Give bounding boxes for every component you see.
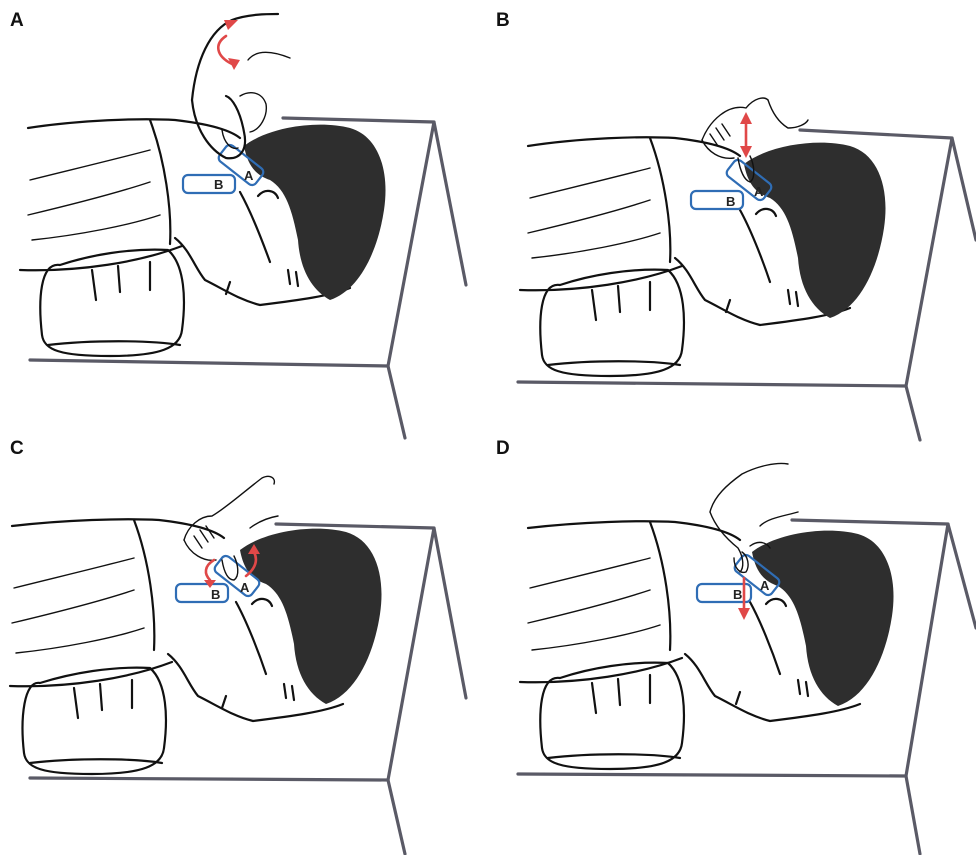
zone-b-label: B <box>733 587 742 602</box>
table-edge <box>800 130 952 138</box>
hair <box>240 529 382 704</box>
ear <box>756 209 776 216</box>
zone-a-label: A <box>240 580 250 595</box>
sleeve-fold <box>532 625 660 650</box>
sleeve-fold <box>12 590 134 623</box>
zone-b-label: B <box>211 587 220 602</box>
illustration: B A <box>488 428 976 855</box>
arrowhead <box>738 608 750 620</box>
table-edge <box>388 528 466 780</box>
pillow-base <box>48 341 180 345</box>
hand <box>192 14 278 100</box>
face <box>240 192 270 262</box>
ear <box>766 599 786 606</box>
hand <box>702 98 768 140</box>
illustration: B A <box>488 0 976 427</box>
knuckle <box>248 52 290 60</box>
finger <box>222 556 238 580</box>
pillow <box>23 668 166 774</box>
pillow-base <box>30 759 162 763</box>
table-edge <box>30 778 405 854</box>
face <box>236 602 266 674</box>
table-edge <box>30 360 405 438</box>
sleeve-fold <box>14 558 134 588</box>
sleeve-fold <box>28 182 150 215</box>
wrist <box>768 100 808 128</box>
motion-arrow-red <box>206 560 214 580</box>
sleeve-fold <box>30 150 150 180</box>
table-edge <box>792 520 948 524</box>
torso <box>528 521 740 540</box>
arrowhead <box>740 112 752 124</box>
thumb <box>184 540 216 560</box>
face <box>740 210 770 282</box>
panel-c: C B A <box>0 428 488 855</box>
wrist <box>250 516 278 528</box>
zone-b-label: B <box>726 194 735 209</box>
zone-b-label: B <box>214 177 223 192</box>
sleeve-fold <box>528 200 650 233</box>
table-edge <box>906 524 976 776</box>
sleeve-fold <box>530 168 650 198</box>
hair <box>752 531 894 706</box>
table-edge <box>518 774 920 854</box>
knuckle <box>240 93 266 132</box>
sleeve-fold <box>16 628 144 653</box>
pillow <box>540 663 684 769</box>
panel-d: D B A <box>488 428 976 855</box>
pillow-fold <box>74 680 132 718</box>
eye <box>726 290 798 312</box>
shoulder <box>650 522 670 650</box>
table-edge <box>283 118 434 122</box>
sleeve-fold <box>32 215 160 240</box>
table-edge <box>388 122 466 366</box>
eye <box>222 684 294 708</box>
illustration: B A <box>0 428 488 855</box>
panel-b: B B A <box>488 0 976 427</box>
hand <box>710 463 788 512</box>
pillow-fold <box>592 675 650 713</box>
torso <box>12 519 224 538</box>
shoulder <box>150 120 170 244</box>
zone-a-label: A <box>754 184 764 199</box>
panel-a: A B A <box>0 0 488 427</box>
zone-a-label: A <box>760 578 770 593</box>
shoulder <box>650 138 670 262</box>
knuckle <box>710 124 730 146</box>
sleeve-fold <box>530 558 650 588</box>
eye <box>226 270 298 294</box>
pillow-base <box>548 754 680 758</box>
hair <box>244 125 386 300</box>
table-edge <box>906 138 976 386</box>
sleeve-fold <box>532 233 660 258</box>
torso <box>528 137 740 156</box>
zone-b <box>183 175 235 193</box>
eye <box>736 680 808 704</box>
hair <box>744 143 886 318</box>
torso <box>28 119 240 138</box>
illustration: B A <box>0 0 488 427</box>
table-edge <box>276 524 434 528</box>
arrowhead <box>224 20 238 30</box>
pillow <box>540 270 684 376</box>
pillow <box>40 250 184 356</box>
ear <box>258 191 278 198</box>
hand <box>184 476 274 540</box>
pillow-base <box>548 361 680 365</box>
pillow-fold <box>92 262 150 300</box>
zone-a-label: A <box>244 168 254 183</box>
ear <box>252 599 272 606</box>
pillow-fold <box>592 282 650 320</box>
face <box>750 602 780 674</box>
sleeve-fold <box>528 590 650 623</box>
